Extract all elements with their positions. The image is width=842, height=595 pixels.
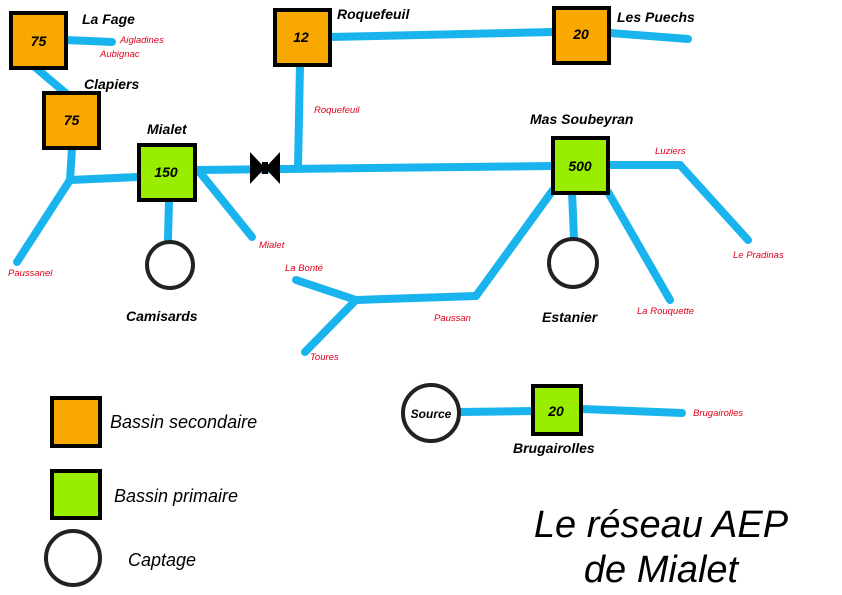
branch-paussanel: Paussanel [8, 268, 53, 279]
reservoir-mas-soubeyran: 500 [551, 136, 610, 195]
branch-mialet: Mialet [259, 240, 285, 251]
captage-estanier [547, 237, 599, 289]
label-camisards: Camisards [126, 308, 198, 324]
branch-paussan: Paussan [434, 313, 471, 324]
branch-luziers: Luziers [655, 146, 686, 157]
legend-primary-swatch [50, 469, 102, 520]
branch-toures: Toures [310, 352, 339, 363]
pipe-toures [301, 296, 360, 356]
valve-icon [250, 152, 280, 184]
title-line1: Le réseau AEP [534, 504, 789, 546]
label-clapiers: Clapiers [84, 76, 139, 92]
branch-le-pradinas: Le Pradinas [733, 250, 784, 261]
reservoir-brugairolles: 20 [531, 384, 583, 436]
pipe-rouquette [604, 188, 674, 304]
pipe-clapiers-down [66, 144, 76, 184]
legend-captage-label: Captage [128, 550, 196, 570]
label-brugairolles: Brugairolles [513, 440, 595, 456]
reservoir-les-puechs: 20 [552, 6, 611, 65]
reservoir-clapiers: 75 [42, 91, 101, 150]
label-roquefeuil: Roquefeuil [337, 6, 410, 22]
reservoir-value: 500 [568, 158, 592, 174]
pipe-paussan-west [352, 292, 480, 304]
legend-primary-label: Bassin primaire [114, 486, 238, 506]
pipe-main [192, 162, 556, 174]
reservoir-value: 12 [293, 29, 309, 45]
captage-camisards [145, 240, 195, 290]
branch-brugairolles: Brugairolles [693, 408, 743, 419]
pipe-labonte [292, 276, 360, 304]
reservoir-value: 75 [31, 33, 47, 49]
reservoir-la-fage: 75 [9, 11, 68, 70]
legend-secondary-swatch [50, 396, 102, 448]
title-line2: de Mialet [584, 549, 740, 591]
pipe-paussanel [13, 176, 74, 266]
captage-source: Source [401, 383, 461, 443]
reservoir-value: 20 [547, 403, 564, 419]
pipe-source-brugairolles [456, 407, 536, 416]
legend-secondary-label: Bassin secondaire [110, 412, 257, 432]
reservoir-value: 150 [154, 164, 178, 180]
pipe-pradinas [676, 161, 752, 244]
reservoir-mialet: 150 [137, 143, 197, 202]
pipe-roquefeuil-down [294, 62, 304, 172]
pipe-brugairolles-out [578, 405, 686, 417]
label-la-fage: La Fage [82, 11, 135, 27]
pipe-puechs-out [606, 29, 692, 43]
branch-aigladines: Aigladines [119, 35, 164, 46]
pipe-estanier [568, 188, 578, 242]
reservoir-roquefeuil: 12 [273, 8, 332, 67]
pipe-mialet-camisards [164, 196, 173, 244]
pipe-lafage-aigladines [62, 36, 116, 46]
branch-roquefeuil: Roquefeuil [314, 105, 360, 116]
pipe-clapiers-mialet [66, 173, 142, 184]
pipes [13, 28, 752, 417]
source-label: Source [411, 407, 452, 421]
branch-aubignac: Aubignac [99, 49, 140, 60]
reservoir-value: 20 [572, 26, 589, 42]
pipe-paussan [472, 186, 557, 300]
branch-la-rouquette: La Rouquette [637, 306, 694, 317]
label-estanier: Estanier [542, 309, 599, 325]
pipe-mialet-branch [194, 166, 256, 241]
reservoir-value: 75 [64, 112, 80, 128]
legend: Bassin secondaire Bassin primaire Captag… [44, 396, 257, 587]
pipe-lafage-clapiers [32, 64, 72, 99]
legend-captage-swatch [44, 529, 102, 587]
label-mas-soubeyran: Mas Soubeyran [530, 111, 633, 127]
branch-la-bonte: La Bonté [285, 263, 323, 274]
label-mialet: Mialet [147, 121, 188, 137]
label-les-puechs: Les Puechs [617, 9, 695, 25]
pipe-roquefeuil-puechs [326, 28, 556, 41]
